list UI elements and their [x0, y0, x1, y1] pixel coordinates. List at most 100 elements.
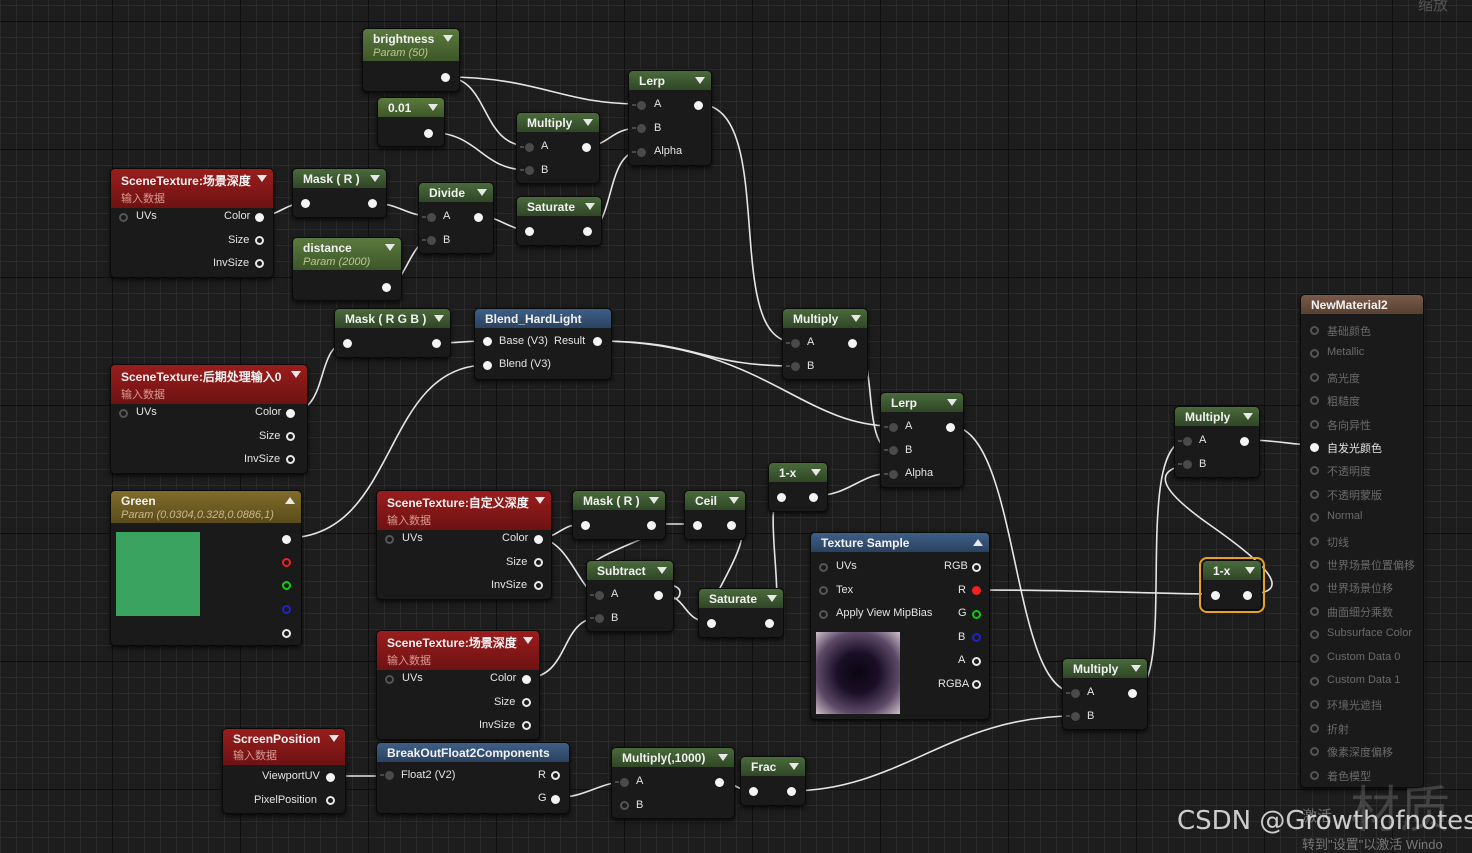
material-input-pin[interactable] — [1310, 583, 1319, 593]
material-input-pin[interactable] — [1310, 770, 1319, 780]
input-pin[interactable] — [581, 521, 590, 530]
input-pin-b[interactable] — [520, 166, 534, 175]
output-pin-size[interactable] — [286, 432, 295, 441]
input-pin-b[interactable] — [422, 236, 436, 245]
input-pin-uvs[interactable] — [819, 563, 828, 572]
output-pin[interactable] — [382, 283, 391, 292]
output-pin[interactable] — [715, 778, 724, 787]
node-scenetexture-depth-2[interactable]: SceneTexture:场景深度 输入数据 UVs Color Size In… — [376, 630, 540, 740]
input-pin-a[interactable] — [1178, 437, 1192, 446]
collapse-arrow-icon[interactable] — [583, 119, 593, 126]
collapse-arrow-icon[interactable] — [585, 203, 595, 210]
collapse-arrow-icon[interactable] — [329, 735, 339, 742]
material-input-pin[interactable] — [1310, 372, 1319, 382]
collapse-arrow-icon[interactable] — [657, 567, 667, 574]
node-ceil[interactable]: Ceil — [684, 490, 746, 540]
material-input-pin[interactable] — [1310, 677, 1319, 686]
material-input-pin[interactable] — [1310, 489, 1319, 499]
material-input-pin[interactable] — [1310, 606, 1319, 616]
input-pin-uvs[interactable] — [385, 675, 394, 684]
node-lerp-1[interactable]: Lerp A B Alpha — [628, 70, 712, 166]
color-swatch[interactable] — [116, 532, 200, 616]
node-saturate-2[interactable]: Saturate — [698, 588, 784, 638]
output-pin-invsize[interactable] — [286, 455, 295, 464]
input-pin-a[interactable] — [632, 101, 646, 110]
output-pin-a[interactable] — [972, 657, 981, 666]
output-pin[interactable] — [441, 73, 450, 82]
node-mask-r-1[interactable]: Mask ( R ) — [292, 168, 387, 218]
node-one-minus-2[interactable]: 1-x — [1199, 557, 1265, 613]
output-pin-g[interactable] — [282, 581, 291, 590]
node-mask-rgb[interactable]: Mask ( R G B ) — [334, 308, 451, 358]
material-input-pin[interactable] — [1310, 419, 1319, 429]
output-pin-rgba[interactable] — [972, 680, 981, 689]
output-pin[interactable] — [474, 213, 483, 222]
output-pin-size[interactable] — [255, 236, 264, 245]
input-pin-alpha[interactable] — [884, 470, 898, 479]
input-pin-b[interactable] — [590, 614, 604, 623]
input-pin-a[interactable] — [884, 423, 898, 432]
output-pin-g[interactable] — [551, 795, 560, 804]
node-multiply-1[interactable]: Multiply A B — [516, 112, 600, 184]
node-blend-hardlight[interactable]: Blend_HardLight Base (V3) Result Blend (… — [474, 308, 612, 380]
material-input-pin[interactable] — [1310, 443, 1319, 452]
input-pin[interactable] — [525, 227, 534, 236]
output-pin-a[interactable] — [282, 629, 291, 638]
material-input-pin[interactable] — [1310, 630, 1319, 640]
input-pin[interactable] — [1211, 591, 1220, 600]
output-pin-color[interactable] — [255, 213, 264, 222]
input-pin-a[interactable] — [590, 591, 604, 600]
collapse-arrow-icon[interactable] — [370, 175, 380, 182]
texture-preview-thumbnail[interactable] — [816, 632, 900, 714]
node-scenetexture-postprocess[interactable]: SceneTexture:后期处理输入0 输入数据 UVs Color Size… — [110, 364, 308, 474]
node-distance[interactable]: distance Param (2000) — [292, 237, 402, 301]
input-pin[interactable] — [777, 493, 786, 502]
output-pin[interactable] — [727, 521, 736, 530]
material-input-pin[interactable] — [1310, 326, 1319, 335]
output-pin[interactable] — [946, 423, 955, 432]
output-pin[interactable] — [368, 199, 377, 208]
node-multiply-4[interactable]: Multiply A B — [1174, 406, 1260, 478]
input-pin-b[interactable] — [632, 124, 646, 133]
node-texture-sample[interactable]: Texture Sample UVs RGB Tex R Apply View … — [810, 532, 990, 720]
input-pin-a[interactable] — [520, 143, 534, 152]
input-pin-a[interactable] — [786, 339, 800, 348]
output-pin-r[interactable] — [282, 558, 291, 567]
input-pin-tex[interactable] — [819, 586, 828, 595]
output-pin-b[interactable] — [282, 605, 291, 614]
node-constant-001[interactable]: 0.01 — [377, 97, 445, 147]
output-pin-g[interactable] — [972, 610, 981, 619]
output-pin-r[interactable] — [972, 586, 981, 595]
output-pin-color[interactable] — [534, 535, 543, 544]
collapse-arrow-icon[interactable] — [535, 497, 545, 504]
input-pin-b[interactable] — [1178, 460, 1192, 469]
node-lerp-2[interactable]: Lerp A B Alpha — [880, 392, 964, 488]
input-pin[interactable] — [749, 787, 758, 796]
output-pin[interactable] — [583, 227, 592, 236]
material-input-pin[interactable] — [1310, 536, 1319, 546]
material-input-pin[interactable] — [1310, 560, 1319, 569]
input-pin-b[interactable] — [786, 362, 800, 371]
input-pin-a[interactable] — [1066, 689, 1080, 698]
output-pin-rgb[interactable] — [972, 563, 981, 572]
node-frac[interactable]: Frac — [740, 756, 806, 806]
collapse-arrow-icon[interactable] — [523, 637, 533, 644]
output-pin[interactable] — [809, 493, 818, 502]
collapse-arrow-icon[interactable] — [811, 469, 821, 476]
input-pin-uvs[interactable] — [119, 409, 128, 418]
output-pin-invsize[interactable] — [255, 259, 264, 268]
material-input-pin[interactable] — [1310, 513, 1319, 523]
node-multiply-1000[interactable]: Multiply(,1000) A B — [611, 747, 735, 819]
node-divide[interactable]: Divide A B — [418, 182, 494, 254]
collapse-arrow-icon[interactable] — [767, 595, 777, 602]
collapse-arrow-icon[interactable] — [789, 763, 799, 770]
output-pin[interactable] — [1243, 591, 1252, 600]
output-pin[interactable] — [424, 129, 433, 138]
node-scenetexture-depth-1[interactable]: SceneTexture:场景深度 输入数据 UVs Color Size In… — [110, 168, 274, 278]
collapse-arrow-icon[interactable] — [291, 371, 301, 378]
collapse-arrow-icon[interactable] — [1131, 665, 1141, 672]
input-pin-a[interactable] — [615, 778, 629, 787]
material-input-pin[interactable] — [1310, 396, 1319, 406]
output-pin-viewportuv[interactable] — [326, 773, 335, 782]
